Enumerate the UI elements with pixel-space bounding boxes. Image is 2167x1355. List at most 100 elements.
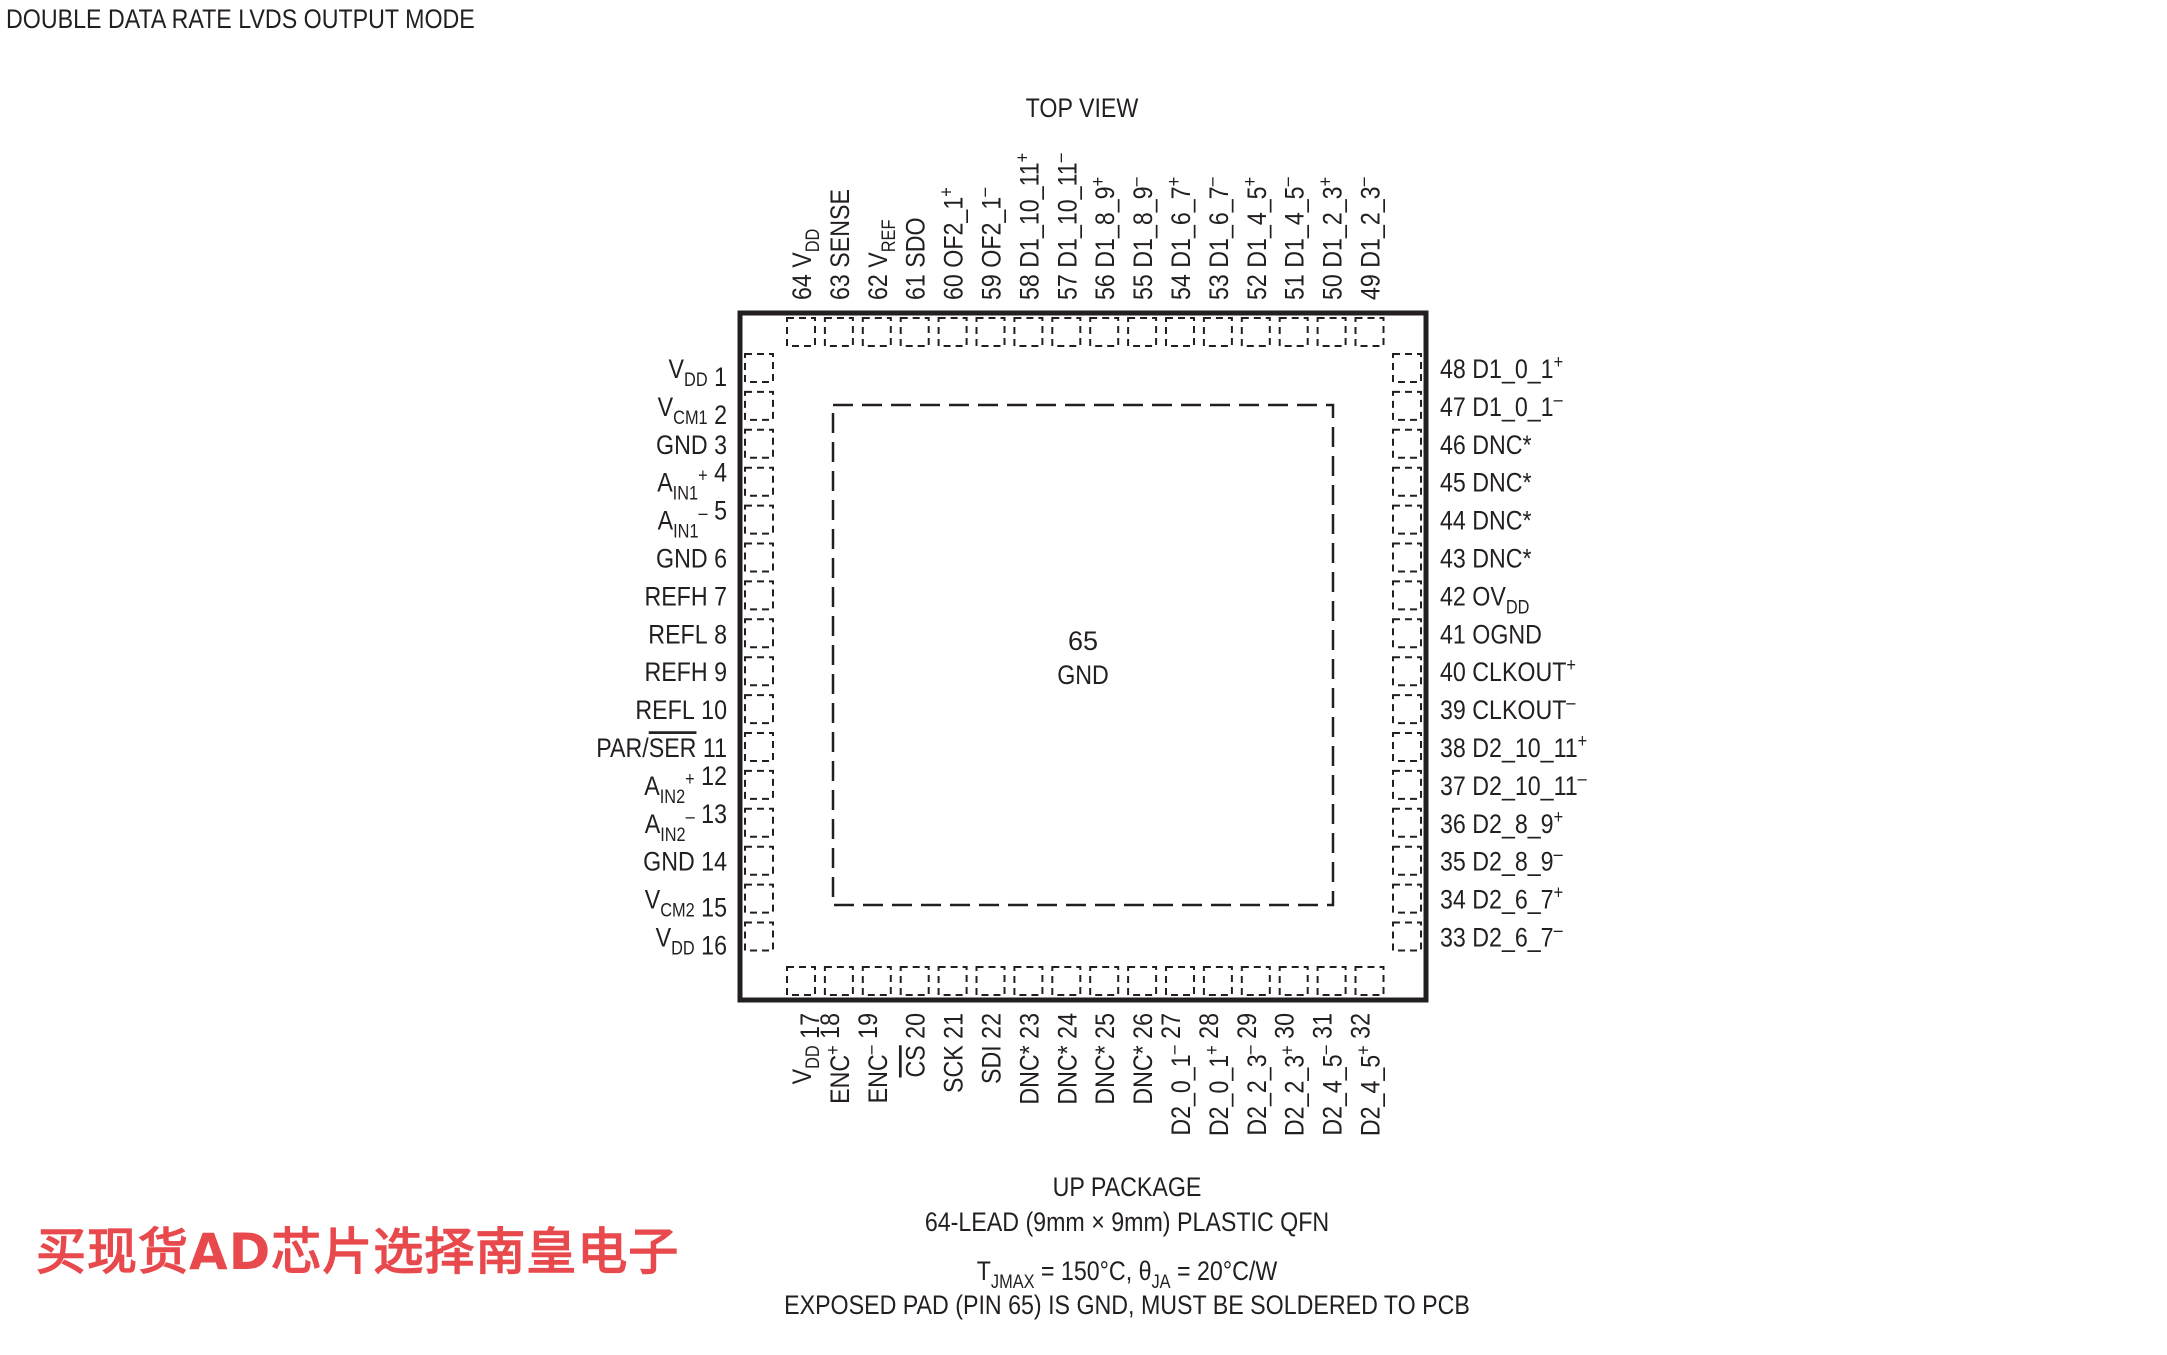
svg-text:REFH 9: REFH 9 <box>644 658 727 688</box>
svg-text:ENC+ 18: ENC+ 18 <box>815 1013 855 1104</box>
svg-text:D2_2_3+ 30: D2_2_3+ 30 <box>1270 1013 1310 1136</box>
pin-label-5: AIN1– 5 <box>658 496 727 542</box>
pin-label-35: 35 D2_8_9– <box>1440 844 1563 878</box>
pin-label-61: 61 SDO <box>901 217 931 300</box>
package-outline <box>737 310 1429 1003</box>
pin-pad-49 <box>1354 317 1385 347</box>
exposed-pad-outline <box>831 403 1335 907</box>
svg-text:DNC* 25: DNC* 25 <box>1091 1013 1121 1105</box>
svg-text:58 D1_10_11+: 58 D1_10_11+ <box>1011 153 1045 300</box>
svg-text:49 D1_2_3–: 49 D1_2_3– <box>1352 177 1386 300</box>
pin-pad-29 <box>1240 966 1271 996</box>
pin-pad-34 <box>1392 883 1422 914</box>
exposed-pad-number: 65 <box>1068 626 1098 656</box>
exposed-pad-name: GND <box>1057 660 1109 690</box>
svg-text:34 D2_6_7+: 34 D2_6_7+ <box>1440 881 1563 915</box>
svg-text:PAR/SER 11: PAR/SER 11 <box>596 733 727 763</box>
pin-pad-3 <box>744 428 774 459</box>
pin-pad-32 <box>1354 966 1385 996</box>
pin-label-54: 54 D1_6_7+ <box>1163 177 1197 300</box>
svg-text:D2_0_1+ 28: D2_0_1+ 28 <box>1194 1013 1234 1136</box>
svg-text:D2_0_1– 27: D2_0_1– 27 <box>1156 1013 1196 1136</box>
svg-text:48 D1_0_1+: 48 D1_0_1+ <box>1440 351 1563 385</box>
pin-pad-40 <box>1392 656 1422 687</box>
svg-text:54 D1_6_7+: 54 D1_6_7+ <box>1163 177 1197 300</box>
pin-label-28: D2_0_1+ 28 <box>1194 1013 1234 1136</box>
pin-pad-8 <box>744 618 774 649</box>
pin-pad-46 <box>1392 428 1422 459</box>
svg-text:VDD 1: VDD 1 <box>669 354 727 392</box>
pin-label-32: D2_4_5+ 32 <box>1346 1013 1386 1136</box>
pin-pad-53 <box>1202 317 1233 347</box>
pin-label-62: 62 VREF <box>863 219 899 300</box>
pin-pad-64 <box>786 317 816 347</box>
svg-text:SDI 22: SDI 22 <box>977 1013 1007 1084</box>
pin-label-25: DNC* 25 <box>1091 1013 1121 1105</box>
pin-label-36: 36 D2_8_9+ <box>1440 806 1563 840</box>
svg-text:38 D2_10_11+: 38 D2_10_11+ <box>1440 730 1587 764</box>
svg-text:DNC* 23: DNC* 23 <box>1015 1013 1045 1105</box>
pin-label-10: REFL 10 <box>635 696 727 726</box>
pin-pad-51 <box>1278 317 1309 347</box>
pin-label-3: GND 3 <box>656 430 727 460</box>
pin-pad-13 <box>744 807 774 838</box>
pin-label-30: D2_2_3+ 30 <box>1270 1013 1310 1136</box>
pin-label-59: 59 OF2_1– <box>973 188 1007 300</box>
svg-text:SCK 21: SCK 21 <box>939 1013 969 1093</box>
pin-label-4: AIN1+ 4 <box>657 458 727 504</box>
svg-text:D2_4_5– 31: D2_4_5– 31 <box>1308 1013 1348 1136</box>
exposed-pad-note: EXPOSED PAD (PIN 65) IS GND, MUST BE SOL… <box>784 1290 1470 1320</box>
pin-pad-9 <box>744 656 774 687</box>
pin-pad-39 <box>1392 694 1422 725</box>
pin-pad-59 <box>975 317 1006 347</box>
pin-pad-35 <box>1392 845 1422 876</box>
pin-pad-33 <box>1392 921 1422 952</box>
pin-pad-45 <box>1392 466 1422 497</box>
pin-pad-18 <box>823 966 854 996</box>
svg-text:AIN1+ 4: AIN1+ 4 <box>657 458 727 504</box>
pin-pad-61 <box>899 317 930 347</box>
pin-label-46: 46 DNC* <box>1440 430 1532 460</box>
svg-text:GND 3: GND 3 <box>656 430 727 460</box>
svg-text:42 OVDD: 42 OVDD <box>1440 582 1529 618</box>
svg-text:VCM2 15: VCM2 15 <box>645 885 727 923</box>
pin-label-15: VCM2 15 <box>645 885 727 923</box>
svg-text:REFH 7: REFH 7 <box>644 582 727 612</box>
pin-pads <box>744 317 1422 996</box>
svg-text:AIN2– 13: AIN2– 13 <box>645 799 727 845</box>
pin-label-24: DNC* 24 <box>1053 1013 1083 1105</box>
pin-pad-1 <box>744 353 774 383</box>
svg-text:59 OF2_1–: 59 OF2_1– <box>973 188 1007 300</box>
svg-text:64 VDD: 64 VDD <box>787 229 823 300</box>
pin-label-58: 58 D1_10_11+ <box>1011 153 1045 300</box>
pin-pad-4 <box>744 466 774 497</box>
pin-pad-20 <box>899 966 930 996</box>
svg-text:41 OGND: 41 OGND <box>1440 620 1542 650</box>
pin-pad-28 <box>1202 966 1233 996</box>
svg-text:44 DNC*: 44 DNC* <box>1440 506 1532 536</box>
pin-pad-36 <box>1392 807 1422 838</box>
svg-text:D2_2_3– 29: D2_2_3– 29 <box>1232 1013 1272 1136</box>
pin-pad-42 <box>1392 580 1422 611</box>
svg-text:35 D2_8_9–: 35 D2_8_9– <box>1440 844 1563 878</box>
pin-pad-17 <box>786 966 816 996</box>
pin-label-42: 42 OVDD <box>1440 582 1529 618</box>
svg-text:45 DNC*: 45 DNC* <box>1440 468 1532 498</box>
svg-text:37 D2_10_11–: 37 D2_10_11– <box>1440 768 1587 802</box>
pin-label-22: SDI 22 <box>977 1013 1007 1084</box>
pin-pad-14 <box>744 845 774 876</box>
pin-label-49: 49 D1_2_3– <box>1352 177 1386 300</box>
svg-text:62 VREF: 62 VREF <box>863 219 899 300</box>
pin-label-55: 55 D1_8_9– <box>1125 177 1159 300</box>
svg-text:VDD 16: VDD 16 <box>656 923 727 961</box>
pin-pad-62 <box>861 317 892 347</box>
package-lead-info: 64-LEAD (9mm × 9mm) PLASTIC QFN <box>925 1207 1329 1237</box>
pin-label-21: SCK 21 <box>939 1013 969 1093</box>
pin-label-47: 47 D1_0_1– <box>1440 389 1563 423</box>
pin-pad-25 <box>1089 966 1120 996</box>
pin-label-44: 44 DNC* <box>1440 506 1532 536</box>
pin-label-19: ENC– 19 <box>853 1013 893 1103</box>
pin-pad-26 <box>1127 966 1158 996</box>
pin-label-38: 38 D2_10_11+ <box>1440 730 1587 764</box>
